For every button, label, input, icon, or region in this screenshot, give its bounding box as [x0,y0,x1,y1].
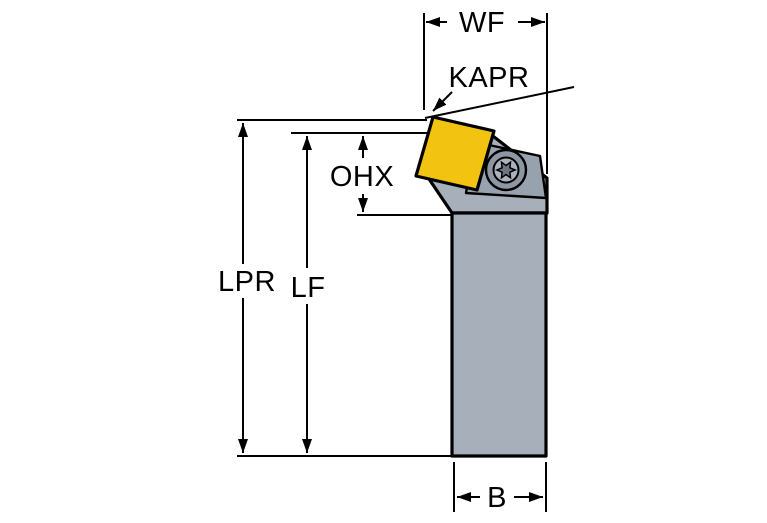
dim-label-ohx: OHX [330,161,394,193]
kapr-angle-line [424,86,575,119]
dim-label-b: B [487,482,507,514]
cutting-insert [414,115,496,192]
kapr-leader-arrow [432,91,453,112]
dim-label-wf: WF [459,7,505,39]
tool-shank [450,211,548,458]
torx-socket-icon [495,160,517,180]
dim-label-kapr: KAPR [449,62,530,94]
dim-label-lf: LF [291,272,326,304]
dim-label-lpr: LPR [218,266,276,298]
